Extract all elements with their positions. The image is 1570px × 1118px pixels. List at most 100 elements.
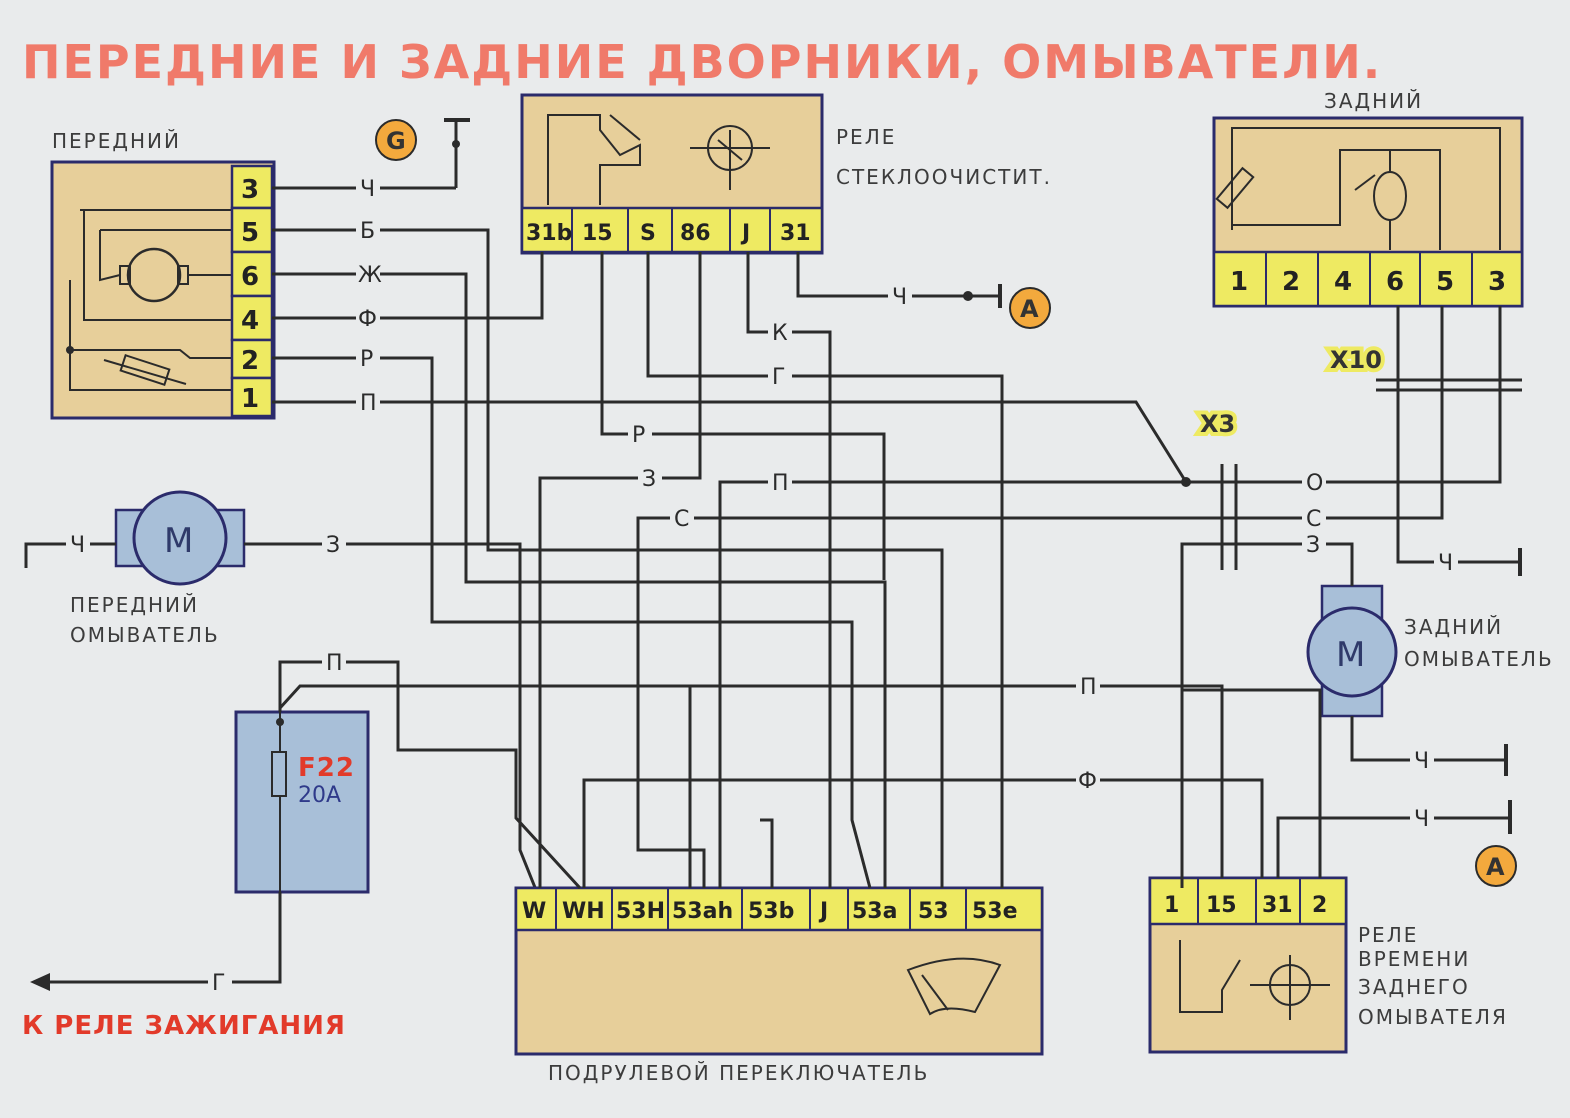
timer-relay-label-4: ОМЫВАТЕЛЯ — [1358, 1005, 1508, 1029]
front-pin-1: 1 — [241, 384, 259, 414]
switch-pin-wh: WH — [562, 899, 605, 924]
rear-pin-5: 5 — [1436, 267, 1454, 297]
rear-pin-3: 3 — [1488, 267, 1506, 297]
wiper-relay: 31b 15 S 86 J 31 — [520, 93, 824, 255]
rear-washer-label-2: ОМЫВАТЕЛЬ — [1404, 647, 1554, 671]
wiper-relay-internals — [547, 114, 770, 205]
wire-label-front-4: Ф — [358, 307, 377, 332]
timer-relay-label-2: ВРЕМЕНИ — [1358, 947, 1470, 971]
relay-pin-31: 31 — [780, 221, 811, 246]
stalk-switch: W WH 53H 53ah 53b J 53a 53 53e — [514, 886, 1044, 1056]
wire-label-x3-z: З — [1306, 533, 1320, 558]
wire-label-front-6: Ж — [358, 263, 382, 288]
wire-label-x3-c: С — [1306, 507, 1321, 532]
front-motor-label: ПЕРЕДНИЙ — [52, 129, 181, 153]
front-pin-2: 2 — [241, 346, 259, 376]
fuse-name: F22 — [298, 753, 355, 783]
diagram-title: ПЕРЕДНИЕ И ЗАДНИЕ ДВОРНИКИ, ОМЫВАТЕЛИ. — [22, 35, 1382, 89]
rear-washer-label-1: ЗАДНИЙ — [1404, 615, 1503, 639]
wire-label-mid-p: П — [1080, 675, 1097, 700]
timer-pin-15: 15 — [1206, 893, 1237, 918]
timer-pin-2: 2 — [1312, 893, 1327, 918]
wire-label-relay-s: Г — [772, 365, 785, 390]
wire-label-rear-gnd: Ч — [1438, 551, 1453, 576]
wire-labels: Ч Б Ж Ф Р П Ч К Г Р З П С О С З Ч Ч — [66, 176, 1458, 996]
front-washer-label-1: ПЕРЕДНИЙ — [70, 593, 199, 617]
wire-label-fuse-p: П — [326, 651, 343, 676]
connector-x3-label: X3 — [1200, 410, 1235, 438]
ignition-feed: К РЕЛЕ ЗАЖИГАНИЯ — [22, 892, 346, 1041]
rear-pin-4: 4 — [1334, 267, 1352, 297]
timer-relay-internals — [1179, 940, 1330, 1020]
wire-label-mid-f: Ф — [1078, 769, 1097, 794]
stalk-switch-label: ПОДРУЛЕВОЙ ПЕРЕКЛЮЧАТЕЛЬ — [548, 1061, 929, 1085]
rear-washer-motor: M — [1306, 584, 1398, 718]
wire-label-switch-p: П — [772, 471, 789, 496]
wire-label-relay-86: З — [642, 467, 656, 492]
rear-pin-2: 2 — [1282, 267, 1300, 297]
switch-pin-w: W — [522, 899, 546, 924]
relay-pin-31b: 31b — [526, 221, 572, 246]
rear-wiper-motor: 1 2 4 6 5 3 — [1212, 116, 1524, 308]
switch-pin-53b: 53b — [748, 899, 794, 924]
rear-washer-timer-relay: 1 15 31 2 — [1148, 876, 1348, 1054]
wire-label-relay-j: К — [772, 321, 788, 346]
fuse-block: F22 20A — [234, 710, 370, 894]
front-motor-pins: 3 5 6 4 2 1 — [230, 164, 274, 418]
timer-relay-label-1: РЕЛЕ — [1358, 923, 1418, 947]
front-wiper-motor: 3 5 6 4 2 1 — [50, 160, 276, 420]
switch-pin-53e: 53e — [972, 899, 1018, 924]
connector-x10-mark — [1376, 378, 1522, 392]
front-pin-6: 6 — [241, 262, 259, 292]
rear-pin-6: 6 — [1386, 267, 1404, 297]
front-motor-internals — [66, 209, 232, 391]
switch-pin-53h: 53H — [616, 899, 665, 924]
wire-label-rr-gnd: Ч — [1414, 807, 1429, 832]
wire-label-front-1: П — [360, 391, 377, 416]
relay-pin-s: S — [640, 221, 656, 246]
wire-label-rw-gnd: Ч — [1414, 749, 1429, 774]
wiper-relay-label-1: РЕЛЕ — [836, 125, 896, 149]
switch-pin-53a: 53a — [852, 899, 897, 924]
wire-label-switch-c: С — [674, 507, 689, 532]
switch-pin-j: J — [818, 899, 828, 924]
front-pin-4: 4 — [241, 306, 259, 336]
front-washer-symbol: M — [164, 521, 193, 561]
wiper-relay-label-2: СТЕКЛООЧИСТИТ. — [836, 165, 1052, 189]
switch-pin-53: 53 — [918, 899, 949, 924]
wire-label-relay-15: Р — [632, 423, 645, 448]
wire-label-relay-31: Ч — [892, 285, 907, 310]
relay-pin-15: 15 — [582, 221, 613, 246]
ground-a-top: A — [1009, 287, 1051, 329]
timer-pin-1: 1 — [1164, 893, 1179, 918]
fuse-rating: 20A — [298, 783, 341, 808]
rear-washer-symbol: M — [1336, 635, 1365, 675]
ground-a-top-label: A — [1020, 295, 1039, 323]
wire-label-x3-o: О — [1306, 471, 1323, 496]
ground-a-bottom: A — [1475, 845, 1517, 887]
connector-x10-label: X10 — [1330, 346, 1382, 374]
ground-g: G — [375, 118, 470, 188]
ignition-label: К РЕЛЕ ЗАЖИГАНИЯ — [22, 1011, 346, 1041]
wires — [272, 186, 1522, 890]
wiper-sweep-icon — [906, 957, 1002, 1016]
front-washer-label-2: ОМЫВАТЕЛЬ — [70, 623, 220, 647]
switch-pin-53ah: 53ah — [672, 899, 733, 924]
timer-relay-label-3: ЗАДНЕГО — [1358, 975, 1470, 999]
front-pin-5: 5 — [241, 218, 259, 248]
wire-label-fw-out: З — [326, 533, 340, 558]
rear-motor-internals — [1215, 127, 1501, 250]
relay-pin-j: J — [740, 221, 750, 246]
front-pin-3: 3 — [241, 175, 259, 205]
wire-label-fw-gnd: Ч — [70, 533, 85, 558]
relay-pin-86: 86 — [680, 221, 711, 246]
wire-label-front-5: Б — [360, 219, 375, 244]
front-washer-motor: M — [24, 490, 542, 901]
ground-g-label: G — [386, 127, 406, 155]
timer-pin-31: 31 — [1262, 893, 1293, 918]
wire-label-front-2: Р — [360, 347, 373, 372]
rear-pin-1: 1 — [1230, 267, 1248, 297]
rear-motor-label: ЗАДНИЙ — [1324, 89, 1423, 113]
ground-a-bottom-label: A — [1486, 853, 1505, 881]
